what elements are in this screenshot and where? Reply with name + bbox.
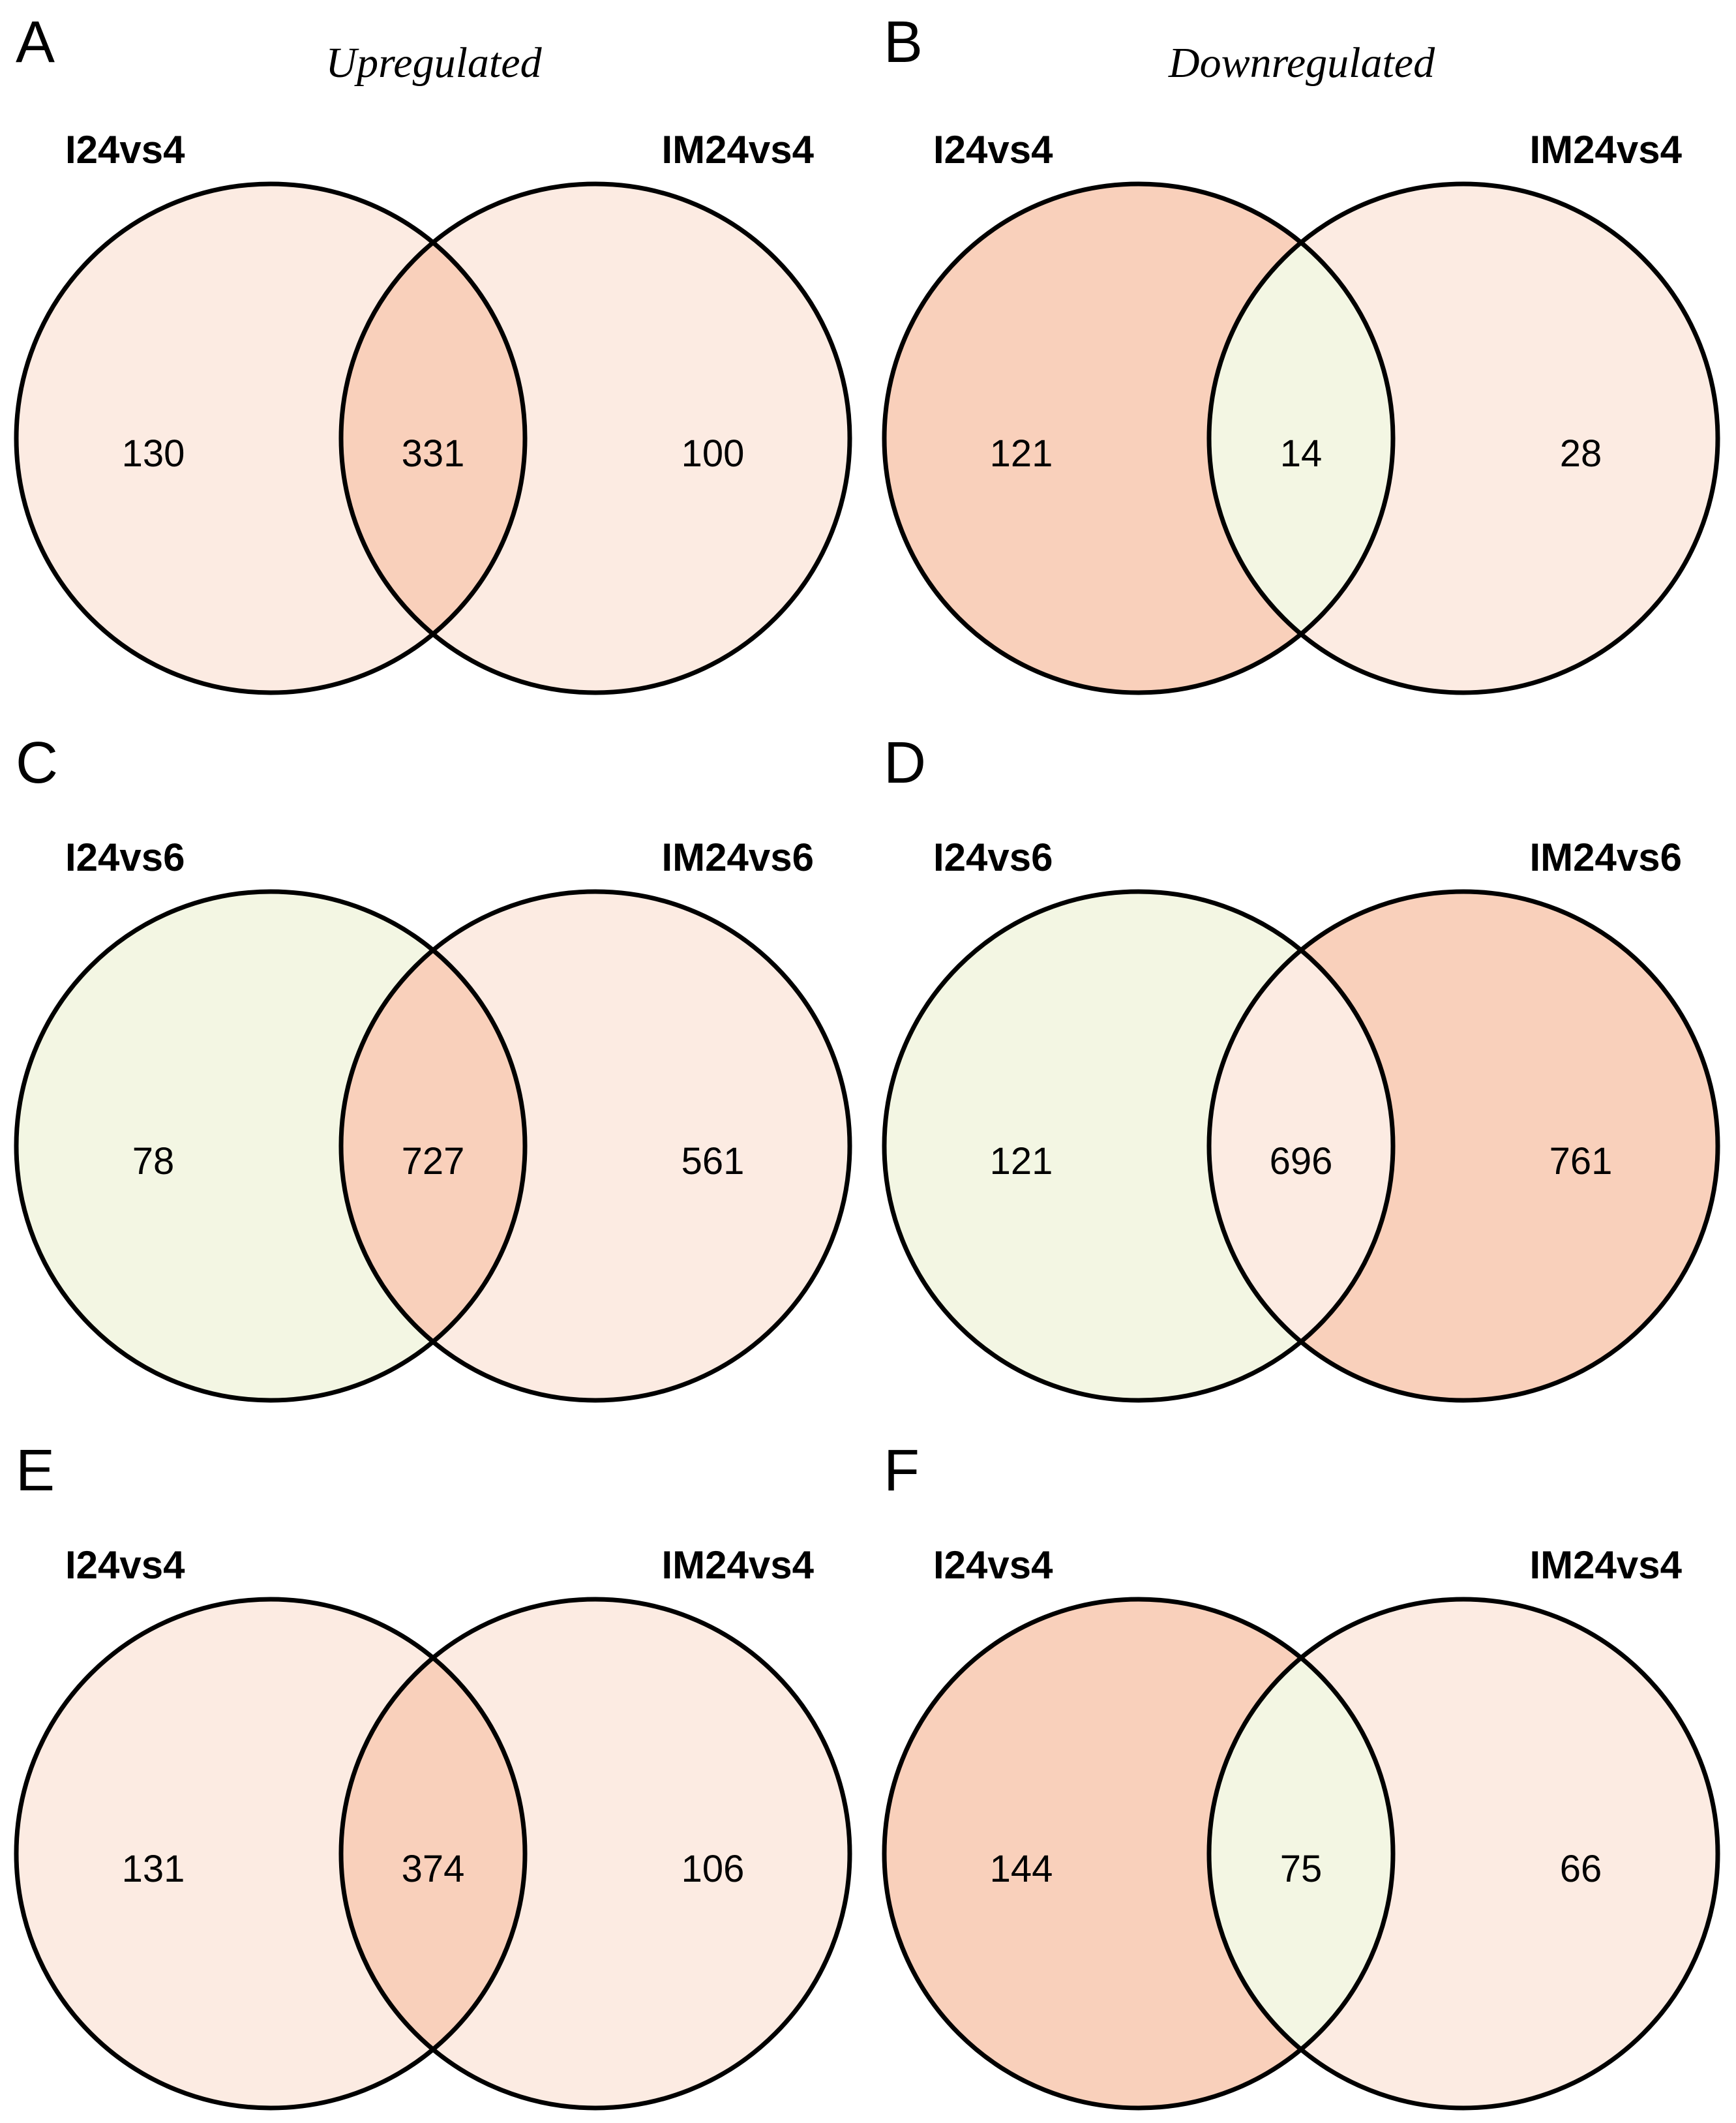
- left-set-label: I24vs4: [933, 1543, 1053, 1587]
- left-count: 131: [122, 1848, 185, 1890]
- panel-letter: F: [884, 1438, 920, 1503]
- right-count: 761: [1549, 1140, 1613, 1182]
- venn-right-outline: [1206, 1597, 1720, 2111]
- panel-letter: C: [16, 730, 58, 796]
- left-set-label: I24vs4: [65, 1543, 185, 1587]
- left-set-label: I24vs4: [65, 128, 185, 172]
- left-set-label: I24vs6: [65, 836, 185, 879]
- venn-left-outline: [882, 181, 1396, 695]
- intersection-count: 331: [402, 432, 465, 475]
- left-set-label: I24vs6: [933, 836, 1053, 879]
- venn-intersection: [341, 184, 525, 693]
- panel-letter: B: [884, 10, 923, 75]
- venn-right-outline: [338, 181, 852, 695]
- panel-letter: A: [16, 10, 55, 75]
- venn-panel-c: C I24vs6 IM24vs6 78 727 561: [14, 730, 852, 1403]
- intersection-count: 14: [1280, 432, 1323, 475]
- intersection-count: 727: [402, 1140, 465, 1182]
- venn-right-outline: [338, 889, 852, 1403]
- right-count: 100: [681, 432, 745, 475]
- panel-letter: D: [884, 730, 926, 796]
- right-set-label: IM24vs4: [1530, 128, 1683, 172]
- left-count: 121: [990, 1140, 1053, 1182]
- panel-title: Downregulated: [1168, 39, 1435, 87]
- left-count: 130: [122, 432, 185, 475]
- right-set-label: IM24vs4: [662, 128, 815, 172]
- left-count: 144: [990, 1848, 1053, 1890]
- venn-left-outline: [14, 1597, 528, 2111]
- intersection-count: 75: [1280, 1848, 1323, 1890]
- venn-panel-e: E I24vs4 IM24vs4 131 374 106: [14, 1438, 852, 2111]
- venn-panel-a: A Upregulated I24vs4 IM24vs4 130 331 100: [14, 10, 852, 695]
- venn-left-outline: [14, 889, 528, 1403]
- left-count: 78: [132, 1140, 175, 1182]
- venn-panel-b: B Downregulated I24vs4 IM24vs4 121 14 28: [882, 10, 1720, 695]
- venn-right-outline: [1206, 181, 1720, 695]
- left-count: 121: [990, 432, 1053, 475]
- venn-intersection: [341, 892, 525, 1400]
- venn-intersection: [1209, 892, 1393, 1400]
- right-set-label: IM24vs6: [1530, 836, 1683, 879]
- right-count: 66: [1560, 1848, 1602, 1890]
- venn-left-outline: [882, 889, 1396, 1403]
- intersection-count: 374: [402, 1848, 465, 1890]
- venn-intersection: [341, 1599, 525, 2108]
- venn-right-outline: [1206, 889, 1720, 1403]
- venn-intersection: [1209, 1599, 1393, 2108]
- panel-title: Upregulated: [325, 39, 542, 87]
- right-count: 106: [681, 1848, 745, 1890]
- venn-right-outline: [338, 1597, 852, 2111]
- venn-left-outline: [14, 181, 528, 695]
- right-set-label: IM24vs4: [1530, 1543, 1683, 1587]
- venn-left-outline: [882, 1597, 1396, 2111]
- right-count: 561: [681, 1140, 745, 1182]
- right-set-label: IM24vs6: [662, 836, 815, 879]
- right-set-label: IM24vs4: [662, 1543, 815, 1587]
- venn-panel-f: F I24vs4 IM24vs4 144 75 66: [882, 1438, 1720, 2111]
- venn-panel-d: D I24vs6 IM24vs6 121 696 761: [882, 730, 1720, 1403]
- left-set-label: I24vs4: [933, 128, 1053, 172]
- intersection-count: 696: [1270, 1140, 1333, 1182]
- venn-intersection: [1209, 184, 1393, 693]
- right-count: 28: [1560, 432, 1602, 475]
- panel-letter: E: [16, 1438, 55, 1503]
